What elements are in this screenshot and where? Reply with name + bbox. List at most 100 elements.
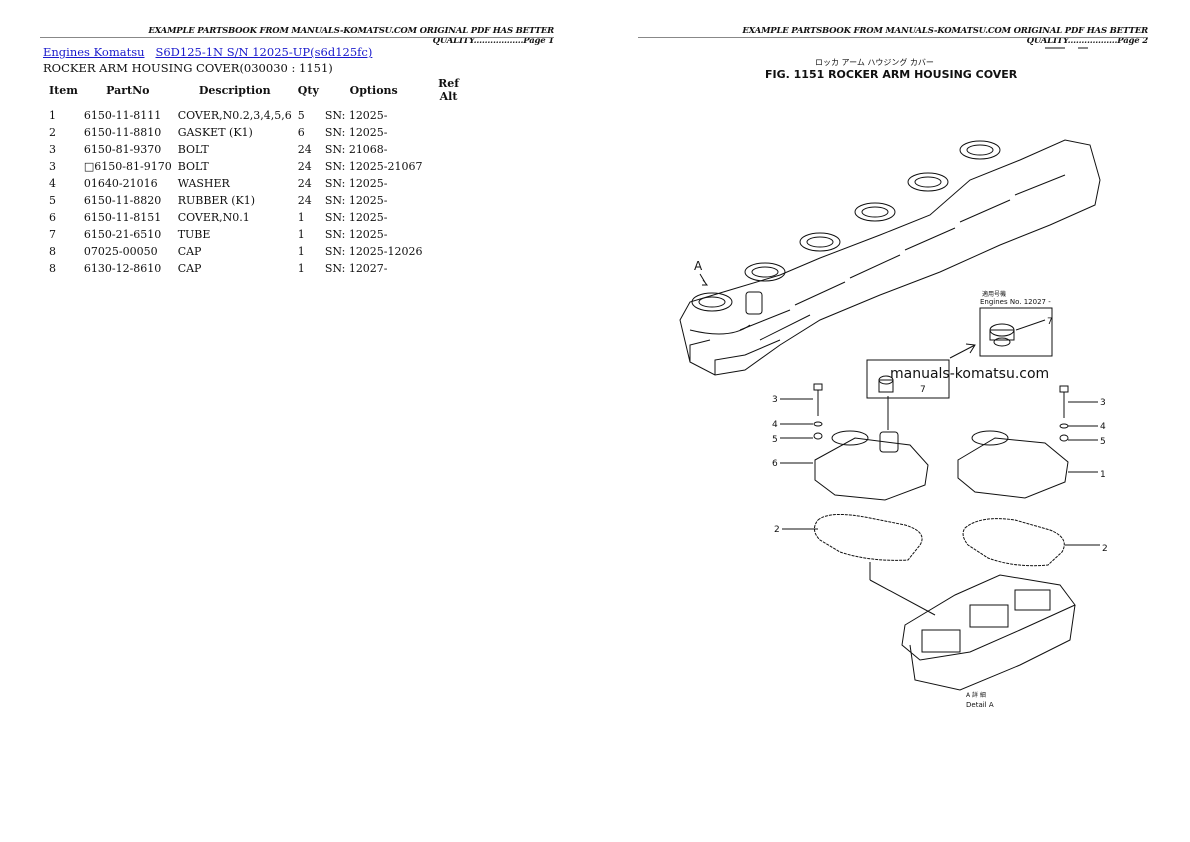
cell-qty: 1 bbox=[297, 211, 305, 224]
watermark-text: manuals-komatsu.com bbox=[890, 366, 1049, 382]
cell-partno: 6150-11-8810 bbox=[83, 126, 162, 139]
callout-5-left: 5 bbox=[772, 435, 778, 445]
parts-table: Item PartNo Description Qty Options Ref … bbox=[43, 76, 472, 277]
page-1-header: EXAMPLE PARTSBOOK FROM MANUALS-KOMATSU.C… bbox=[148, 26, 554, 46]
rubber-left bbox=[813, 432, 823, 440]
cell-partno: 6130-12-8610 bbox=[83, 262, 162, 275]
diagram-title-jp: ロッカ アーム ハウジング カバー bbox=[815, 57, 934, 67]
table-row: 6 6150-11-8151 COVER,N0.1 1 SN: 12025- bbox=[43, 209, 472, 226]
breadcrumb-separator bbox=[148, 45, 152, 59]
cell-description: CAP bbox=[177, 262, 202, 275]
cell-description: WASHER bbox=[177, 177, 230, 190]
cell-description: RUBBER (K1) bbox=[177, 194, 256, 207]
cell-qty: 24 bbox=[297, 143, 312, 156]
gasket-left bbox=[814, 514, 923, 561]
diagram-title: FIG. 1151 ROCKER ARM HOUSING COVER bbox=[765, 68, 1018, 81]
rubber-right bbox=[1059, 434, 1069, 442]
arrow-icon bbox=[949, 343, 976, 359]
cell-partno: 6150-21-6510 bbox=[83, 228, 162, 241]
bolt-left bbox=[813, 383, 823, 416]
cell-qty: 6 bbox=[297, 126, 305, 139]
col-header-qty: Qty bbox=[297, 83, 319, 97]
cell-ref-alt bbox=[426, 107, 472, 124]
page-2-header: EXAMPLE PARTSBOOK FROM MANUALS-KOMATSU.C… bbox=[742, 26, 1148, 46]
exploded-parts-diagram: ロッカ アーム ハウジング カバー FIG. 1151 ROCKER ARM H… bbox=[670, 40, 1150, 720]
cell-item: 1 bbox=[49, 109, 56, 122]
cell-partno: □6150-81-9170 bbox=[83, 160, 172, 173]
cell-item: 8 bbox=[49, 262, 56, 275]
cell-description: BOLT bbox=[177, 143, 209, 156]
gasket-right bbox=[962, 518, 1065, 567]
tube-inset-box bbox=[866, 359, 950, 399]
cell-ref-alt bbox=[426, 243, 472, 260]
cell-options: SN: 12025- bbox=[324, 211, 388, 224]
engine-no-jp: 適用号機 bbox=[982, 290, 1006, 298]
cover-no1-left bbox=[814, 430, 929, 501]
engine-no-label: Engines No. 12027 - bbox=[980, 298, 1051, 306]
cell-description: COVER,N0.1 bbox=[177, 211, 250, 224]
callout-2-right: 2 bbox=[1102, 544, 1108, 554]
cell-item: 8 bbox=[49, 245, 56, 258]
arrow-icon bbox=[699, 273, 709, 286]
callout-7-inset: 7 bbox=[1047, 317, 1053, 327]
col-header-options: Options bbox=[349, 83, 398, 97]
cell-item: 4 bbox=[49, 177, 56, 190]
cell-description: CAP bbox=[177, 245, 202, 258]
washer-right bbox=[1059, 423, 1069, 429]
table-row: 3 6150-81-9370 BOLT 24 SN: 21068- bbox=[43, 141, 472, 158]
cell-options: SN: 12025- bbox=[324, 126, 388, 139]
col-header-ref-alt: Ref Alt bbox=[438, 77, 459, 103]
page-1-header-rule bbox=[40, 37, 554, 38]
table-header-row: Item PartNo Description Qty Options Ref … bbox=[43, 76, 472, 107]
cell-qty: 1 bbox=[297, 262, 305, 275]
breadcrumb-link-model[interactable]: S6D125-1N S/N 12025-UP(s6d125fc) bbox=[155, 45, 373, 59]
breadcrumb-link-engines[interactable]: Engines Komatsu bbox=[43, 45, 145, 59]
cell-options: SN: 21068- bbox=[324, 143, 388, 156]
col-header-partno: PartNo bbox=[106, 83, 150, 97]
cell-description: TUBE bbox=[177, 228, 211, 241]
callout-4-left: 4 bbox=[772, 420, 778, 430]
cell-partno: 07025-00050 bbox=[83, 245, 158, 258]
detail-a-label-jp: A 詳 細 bbox=[966, 691, 986, 699]
callout-4-right: 4 bbox=[1100, 422, 1106, 432]
cell-options: SN: 12025- bbox=[324, 194, 388, 207]
rocker-housing-assembly bbox=[679, 139, 1101, 376]
breadcrumb: Engines Komatsu S6D125-1N S/N 12025-UP(s… bbox=[43, 45, 372, 59]
cell-partno: 6150-81-9370 bbox=[83, 143, 162, 156]
cell-item: 3 bbox=[49, 160, 56, 173]
housing-caps bbox=[691, 140, 1001, 315]
cell-ref-alt bbox=[426, 192, 472, 209]
cover-right bbox=[957, 430, 1069, 499]
cell-options: SN: 12025-21067 bbox=[324, 160, 423, 173]
page-2-header-rule bbox=[638, 37, 1148, 38]
col-header-description: Description bbox=[198, 83, 271, 97]
cell-options: SN: 12025- bbox=[324, 109, 388, 122]
cell-qty: 1 bbox=[297, 228, 305, 241]
cell-qty: 24 bbox=[297, 177, 312, 190]
cap-part-7-inset bbox=[989, 323, 1015, 347]
callout-1-right: 1 bbox=[1100, 470, 1106, 480]
callout-7-tube: 7 bbox=[920, 385, 926, 395]
cell-qty: 24 bbox=[297, 160, 312, 173]
col-header-item: Item bbox=[49, 83, 78, 97]
cell-item: 5 bbox=[49, 194, 56, 207]
cell-ref-alt bbox=[426, 175, 472, 192]
washer-left bbox=[813, 421, 823, 427]
callout-5-right: 5 bbox=[1100, 437, 1106, 447]
detail-a-base bbox=[901, 574, 1076, 691]
cell-item: 3 bbox=[49, 143, 56, 156]
cell-partno: 6150-11-8151 bbox=[83, 211, 162, 224]
callout-6-left: 6 bbox=[772, 459, 778, 469]
tube-part-7 bbox=[878, 375, 894, 393]
cell-options: SN: 12025- bbox=[324, 228, 388, 241]
cell-partno: 01640-21016 bbox=[83, 177, 158, 190]
section-title: ROCKER ARM HOUSING COVER(030030 : 1151) bbox=[43, 61, 333, 75]
cell-item: 6 bbox=[49, 211, 56, 224]
cell-partno: 6150-11-8111 bbox=[83, 109, 162, 122]
